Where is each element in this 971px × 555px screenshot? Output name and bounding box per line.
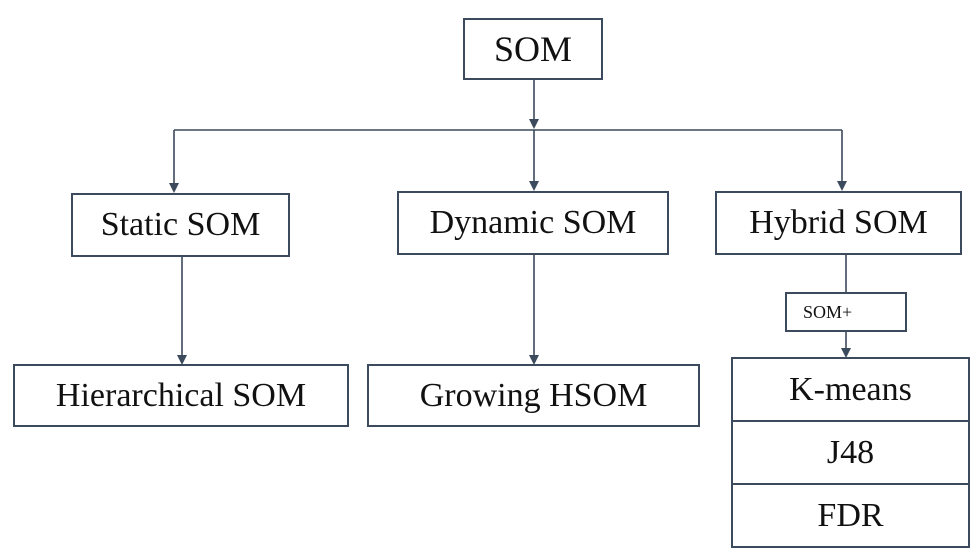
fdr-label: FDR xyxy=(817,496,884,534)
dynamic-som-box: Dynamic SOM xyxy=(397,191,669,255)
growing-hsom-box: Growing HSOM xyxy=(367,364,700,427)
hierarchical-som-label: Hierarchical SOM xyxy=(55,376,307,414)
som-root-label: SOM xyxy=(493,29,573,69)
growing-hsom-label: Growing HSOM xyxy=(419,376,648,414)
dynamic-som-label: Dynamic SOM xyxy=(429,204,637,241)
som-plus-box: SOM+ xyxy=(785,292,907,332)
hybrid-som-label: Hybrid SOM xyxy=(749,204,928,241)
hybrid-methods-stack: K-means J48 FDR xyxy=(731,357,970,548)
kmeans-cell: K-means xyxy=(733,359,968,420)
hybrid-som-box: Hybrid SOM xyxy=(715,191,962,255)
hierarchical-som-box: Hierarchical SOM xyxy=(13,364,349,427)
static-som-box: Static SOM xyxy=(71,193,290,257)
som-plus-label: SOM+ xyxy=(803,301,853,322)
j48-label: J48 xyxy=(826,433,875,471)
som-root-box: SOM xyxy=(463,18,603,80)
static-som-label: Static SOM xyxy=(100,206,261,243)
j48-cell: J48 xyxy=(733,420,968,483)
kmeans-label: K-means xyxy=(789,370,912,408)
fdr-cell: FDR xyxy=(733,483,968,546)
